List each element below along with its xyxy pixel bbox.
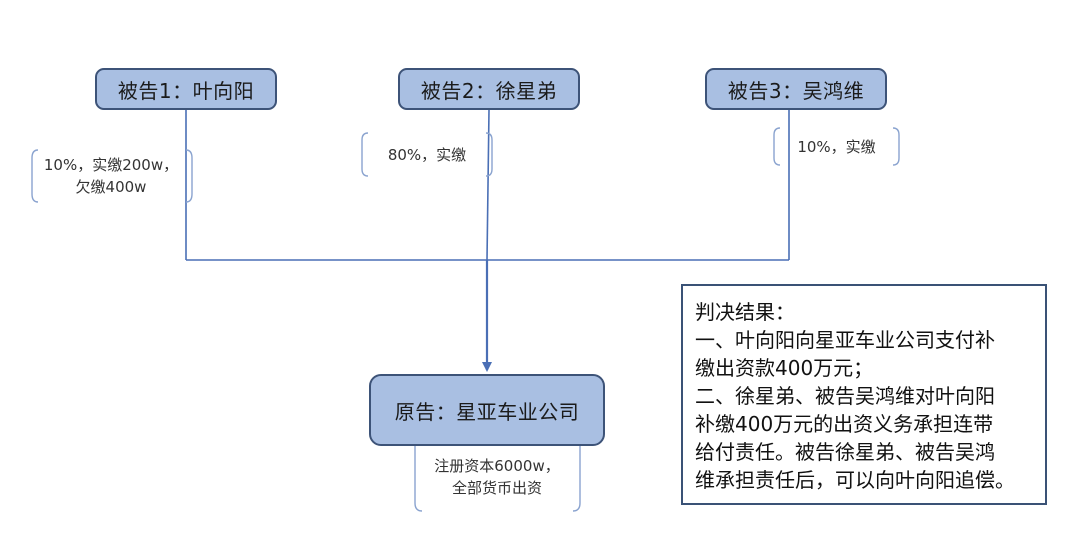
defendant-3-node: 被告3：吴鸿维 — [705, 68, 887, 110]
judgment-title: 判决结果： — [695, 300, 795, 324]
bracket-defendant-2 — [361, 132, 493, 177]
plaintiff-label: 原告：星亚车业公司 — [394, 399, 580, 424]
defendant-3-note-line-1: 10%，实缴 — [797, 138, 876, 156]
defendant-3-label: 被告3：吴鸿维 — [727, 78, 865, 103]
defendant-2-note-line-1: 80%，实缴 — [387, 146, 467, 164]
plaintiff-note: 注册资本6000w， 全部货币出资 — [418, 455, 576, 499]
defendant-3-note: 10%，实缴 — [778, 136, 895, 158]
defendant-1-note-line-1: 10%，实缴200w， — [43, 156, 179, 174]
judgment-box: 判决结果： 一、叶向阳向星亚车业公司支付补 缴出资款400万元； 二、徐星弟、被… — [681, 284, 1047, 505]
bracket-defendant-1 — [31, 149, 193, 203]
plaintiff-note-line-2: 全部货币出资 — [451, 479, 542, 497]
plaintiff-node: 原告：星亚车业公司 — [369, 374, 605, 446]
judgment-line-4: 补缴400万元的出资义务承担连带 — [695, 412, 994, 436]
bracket-defendant-3 — [773, 127, 900, 166]
judgment-line-2: 缴出资款400万元； — [695, 356, 874, 380]
defendant-2-node: 被告2：徐星弟 — [398, 68, 580, 110]
defendant-1-note: 10%，实缴200w， 欠缴400w — [36, 154, 186, 198]
judgment-line-6: 维承担责任后，可以向叶向阳追偿。 — [695, 468, 1015, 492]
defendant-2-note: 80%，实缴 — [366, 144, 488, 166]
judgment-line-3: 二、徐星弟、被告吴鸿维对叶向阳 — [695, 384, 995, 408]
defendant-1-label: 被告1：叶向阳 — [117, 78, 255, 103]
judgment-line-5: 给付责任。被告徐星弟、被告吴鸿 — [695, 440, 995, 464]
defendant-1-node: 被告1：叶向阳 — [95, 68, 277, 110]
defendant-2-label: 被告2：徐星弟 — [420, 78, 558, 103]
judgment-line-1: 一、叶向阳向星亚车业公司支付补 — [695, 328, 995, 352]
connector-defendant-2 — [486, 109, 490, 261]
defendant-1-note-line-2: 欠缴400w — [75, 178, 147, 196]
plaintiff-note-line-1: 注册资本6000w， — [434, 457, 560, 475]
